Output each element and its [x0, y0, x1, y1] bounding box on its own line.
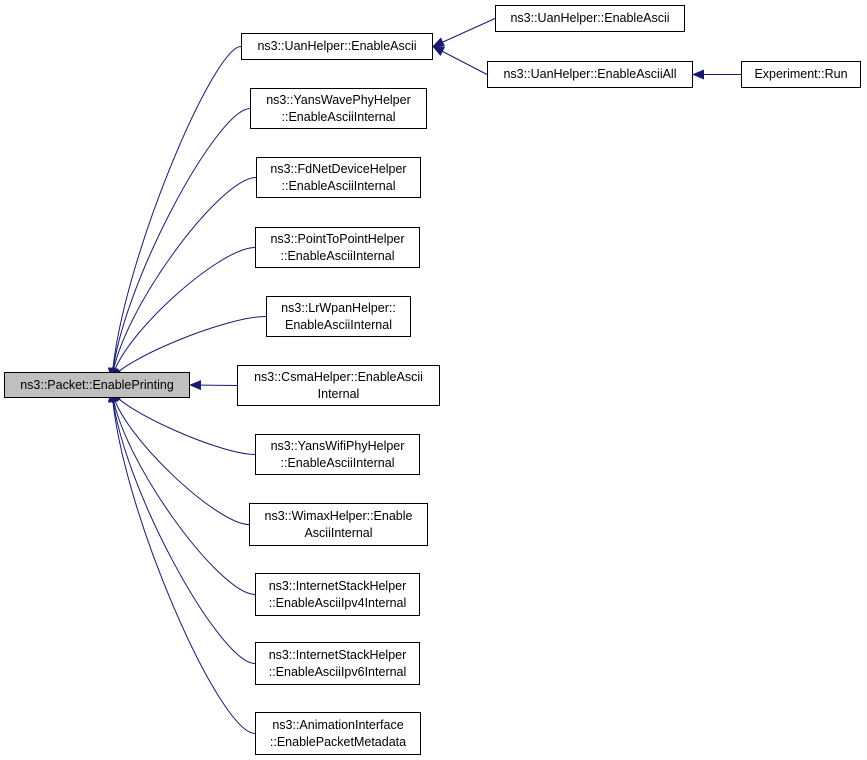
node-label-line: ns3::UanHelper::EnableAscii — [257, 39, 417, 53]
node-label-line: ::EnableAsciiIpv6Internal — [268, 664, 407, 679]
node-label-line: EnableAsciiInternal — [284, 317, 392, 332]
edge-uan_enable_ascii-to-packet_enable_printing — [107, 46, 242, 380]
node-internet-stack-helper-ipv4[interactable]: ns3::InternetStackHelper::EnableAsciiIpv… — [255, 573, 420, 616]
node-label-line: ns3::CsmaHelper::EnableAscii — [254, 369, 423, 384]
node-label-line: ns3::InternetStackHelper — [268, 647, 407, 662]
edge-fd_net_device-to-packet_enable_printing — [108, 177, 257, 380]
edge-csma-to-packet_enable_printing — [189, 380, 238, 391]
edge-wimax-to-packet_enable_printing — [109, 390, 250, 525]
node-label-line: ns3::UanHelper::EnableAsciiAll — [503, 67, 677, 81]
node-label-line: Experiment::Run — [754, 67, 848, 81]
node-yans-wifi-phy-helper[interactable]: ns3::YansWifiPhyHelper::EnableAsciiInter… — [255, 434, 420, 475]
node-label-line: Internal — [317, 386, 360, 401]
edge-lr_wpan-to-packet_enable_printing — [111, 316, 267, 380]
node-experiment-run[interactable]: Experiment::Run — [741, 61, 861, 88]
node-label-line: ::EnableAsciiIpv4Internal — [268, 595, 407, 610]
node-label-line: ns3::UanHelper::EnableAscii — [510, 11, 670, 25]
node-label-line: ::EnablePacketMetadata — [269, 734, 407, 749]
node-fd-net-device-helper[interactable]: ns3::FdNetDeviceHelper::EnableAsciiInter… — [256, 157, 421, 198]
node-lr-wpan-helper[interactable]: ns3::LrWpanHelper::EnableAsciiInternal — [266, 296, 411, 337]
node-label-line: ns3::WimaxHelper::Enable — [264, 508, 413, 523]
node-label-line: ns3::Packet::EnablePrinting — [20, 377, 174, 392]
edge-yans_wave_phy-to-packet_enable_printing — [107, 108, 251, 380]
edge-yans_wifi_phy-to-packet_enable_printing — [111, 390, 256, 455]
edge-point_to_point-to-packet_enable_printing — [109, 247, 256, 380]
node-uan-enable-ascii[interactable]: ns3::UanHelper::EnableAscii — [241, 33, 433, 60]
node-label-line: ::EnableAsciiInternal — [280, 248, 395, 263]
node-packet-enable-printing: ns3::Packet::EnablePrinting — [4, 372, 190, 398]
edge-uan_enable_ascii_all-to-uan_enable_ascii — [432, 46, 488, 75]
node-label-line: ns3::YansWavePhyHelper — [266, 92, 411, 107]
edge-internet_stack_v6-to-packet_enable_printing — [107, 390, 256, 664]
node-label-line: AsciiInternal — [304, 525, 373, 540]
edge-uan_enable_ascii_2-to-uan_enable_ascii — [432, 18, 496, 47]
node-uan-enable-ascii-caller[interactable]: ns3::UanHelper::EnableAscii — [495, 5, 685, 32]
node-animation-interface[interactable]: ns3::AnimationInterface::EnablePacketMet… — [255, 712, 421, 755]
node-label-line: ns3::InternetStackHelper — [268, 578, 407, 593]
node-label-line: ns3::PointToPointHelper — [270, 231, 405, 246]
node-label-line: ::EnableAsciiInternal — [281, 178, 396, 193]
node-label-line: ::EnableAsciiInternal — [280, 455, 395, 470]
node-uan-enable-ascii-all[interactable]: ns3::UanHelper::EnableAsciiAll — [487, 61, 693, 88]
node-yans-wave-phy-helper[interactable]: ns3::YansWavePhyHelper::EnableAsciiInter… — [250, 88, 427, 129]
edge-internet_stack_v4-to-packet_enable_printing — [108, 390, 256, 595]
node-label-line: ns3::YansWifiPhyHelper — [270, 438, 405, 453]
node-label-line: ::EnableAsciiInternal — [281, 109, 396, 124]
node-label-line: ns3::FdNetDeviceHelper — [270, 161, 407, 176]
node-label-line: ns3::AnimationInterface — [272, 717, 404, 732]
edge-animation_interface-to-packet_enable_printing — [107, 390, 256, 734]
node-point-to-point-helper[interactable]: ns3::PointToPointHelper::EnableAsciiInte… — [255, 227, 420, 268]
node-internet-stack-helper-ipv6[interactable]: ns3::InternetStackHelper::EnableAsciiIpv… — [255, 642, 420, 685]
node-label-line: ns3::LrWpanHelper:: — [281, 300, 396, 315]
